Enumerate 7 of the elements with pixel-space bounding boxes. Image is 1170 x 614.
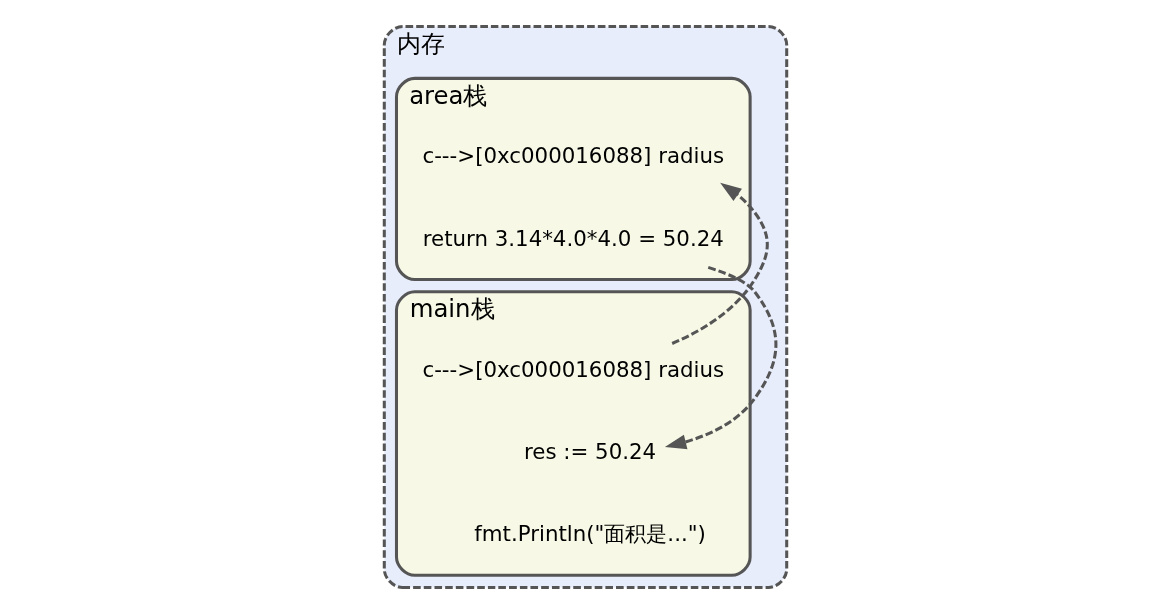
arrow: [664, 265, 777, 450]
node-text: return 3.14*4.0*4.0 = 50.24: [422, 225, 724, 251]
node-text: c--->[0xc000016088] radius: [421, 356, 724, 382]
node-text: res := 50.24: [523, 438, 656, 464]
node-text: fmt.Println("面积是..."): [473, 521, 706, 547]
arrow: [671, 182, 769, 345]
node-text: c--->[0xc000016088] radius: [421, 143, 724, 169]
